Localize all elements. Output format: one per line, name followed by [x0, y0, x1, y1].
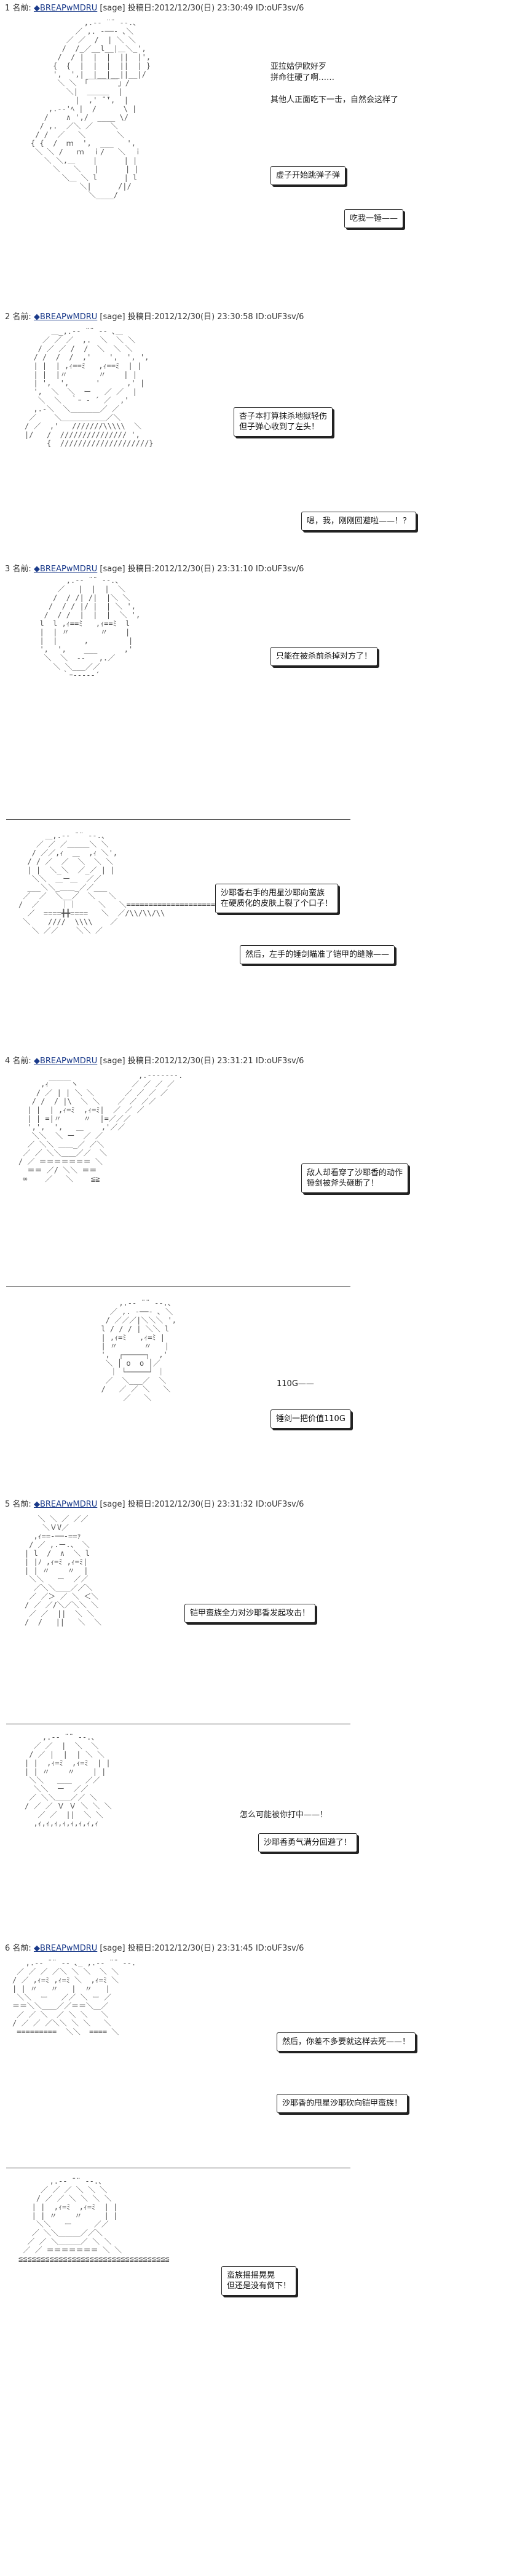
name-label: 名前: [12, 565, 31, 574]
post-date: 2012/12/30(日) 23:31:45 [154, 1944, 253, 1953]
poster-id: ID:oUF3sv/6 [255, 1500, 304, 1509]
post-header: 2 名前: ◆BREAPwMDRU [sage] 投稿日:2012/12/30(… [5, 310, 304, 322]
post-number: 1 [5, 4, 10, 13]
ascii-art: ＿_,.-‐ ¨¨ ‐- ､＿ ／ ／ ／ ,. ＼ ＼ ＼ / ／ ／ / /… [25, 327, 154, 448]
ascii-art: ,.-‐ ¨¨ ‐-.、 ／ ,. -──- ､＼ ／ ／ / | ＼ ＼ / … [31, 18, 151, 199]
poster-name-link[interactable]: ◆BREAPwMDRU [33, 1500, 98, 1509]
poster-name-link[interactable]: ◆BREAPwMDRU [33, 4, 98, 13]
speech-bubble: 嗯，我，刚刚回避啦——！？ [301, 512, 417, 531]
ascii-art: ＿,.-‐ ¨¨ ‐-.、 ／ ／ ／＿＿＿＼ ＼ / ／／,ｨ ＿ ,ｨ ＼'… [18, 831, 220, 935]
poster-id: ID:oUF3sv/6 [255, 1944, 304, 1953]
mail-field: [sage] [100, 565, 125, 574]
ascii-art: ,.-‐ ¨¨ ‐-.、 ／ ／ ／ ＼ ＼ ＼ / ／ ／ ＼ ＼ ＼ ＼ |… [18, 2177, 170, 2263]
poster-id: ID:oUF3sv/6 [255, 4, 304, 13]
speech-bubble: 铠甲蛮族全力对沙耶香发起攻击！ [184, 1604, 316, 1623]
speech-bubble: 敌人却看穿了沙耶香的动作 锤剑被斧头砸断了！ [301, 1163, 409, 1193]
speech-bubble: 沙耶香勇气满分回避了！ [258, 1833, 358, 1852]
speech-bubble: 吃我一锤—— [344, 209, 404, 228]
mail-field: [sage] [100, 1500, 125, 1509]
post-date: 2012/12/30(日) 23:31:32 [154, 1500, 253, 1509]
post-number: 2 [5, 312, 10, 322]
speech-bubble: 然后，左手的锤剑瞄准了铠甲的缝隙—— [240, 945, 395, 964]
date-label: 投稿日: [127, 4, 155, 13]
post-header: 1 名前: ◆BREAPwMDRU [sage] 投稿日:2012/12/30(… [5, 1, 304, 13]
poster-id: ID:oUF3sv/6 [255, 565, 304, 574]
date-label: 投稿日: [127, 1944, 155, 1953]
post-number: 4 [5, 1056, 10, 1066]
post-number: 3 [5, 565, 10, 574]
post-header: 5 名前: ◆BREAPwMDRU [sage] 投稿日:2012/12/30(… [5, 1497, 304, 1509]
narration-text: 亚拉姑伊欧好歹 拼命往硬了啊…… 其他人正面吃下一击，自然会这样了 [270, 62, 399, 105]
poster-name-link[interactable]: ◆BREAPwMDRU [33, 1944, 98, 1953]
poster-name-link[interactable]: ◆BREAPwMDRU [33, 312, 98, 322]
date-label: 投稿日: [127, 1500, 155, 1509]
speech-bubble: 杏子本打算抹杀地狱轻伤 但子弹心收到了左头！ [234, 407, 333, 437]
narration-text: 110G—— [277, 1379, 314, 1389]
poster-id: ID:oUF3sv/6 [255, 1056, 304, 1066]
post-number: 5 [5, 1500, 10, 1509]
speech-bubble: 虚子开始跳弹子弹 [270, 166, 346, 185]
name-label: 名前: [12, 4, 31, 13]
name-label: 名前: [12, 1056, 31, 1066]
speech-bubble: 只能在被杀前杀掉对方了！ [270, 647, 378, 666]
mail-field: [sage] [100, 312, 125, 322]
ascii-art: ＼ ＼ ／ ／／ ＼ＶV／ ,ｨ==‐──‐==ｧ / ／ ,.ー.、 ＼ | … [25, 1515, 102, 1627]
mail-field: [sage] [100, 4, 125, 13]
post-header: 3 名前: ◆BREAPwMDRU [sage] 投稿日:2012/12/30(… [5, 562, 304, 574]
poster-id: ID:oUF3sv/6 [255, 312, 304, 322]
speech-bubble: 沙耶香右手的甩星沙耶向蛮族 在硬质化的皮肤上裂了个口子！ [215, 884, 339, 913]
name-label: 名前: [12, 312, 31, 322]
post-date: 2012/12/30(日) 23:30:58 [154, 312, 253, 322]
speech-bubble: 蛮族摇摇晃晃 但还是没有倒下！ [221, 2266, 297, 2296]
date-label: 投稿日: [127, 565, 155, 574]
post-date: 2012/12/30(日) 23:30:49 [154, 4, 253, 13]
mail-field: [sage] [100, 1056, 125, 1066]
poster-name-link[interactable]: ◆BREAPwMDRU [33, 565, 98, 574]
post-header: 4 名前: ◆BREAPwMDRU [sage] 投稿日:2012/12/30(… [5, 1054, 304, 1066]
name-label: 名前: [12, 1944, 31, 1953]
speech-bubble: 锤剑一把价值110G [270, 1409, 351, 1429]
ascii-art: ,.-‐ ¨¨ ‐-.、 ／ ／ | ＼ ＼ / ／ | | | ＼ ＼ | |… [25, 1733, 112, 1828]
panel-divider [6, 1286, 350, 1287]
post-header: 6 名前: ◆BREAPwMDRU [sage] 投稿日:2012/12/30(… [5, 1941, 304, 1953]
ascii-art: ,.-‐ ¨¨ ‐- ､_ ,.-‐ ¨¨ ‐-. ／ ／ ／ ／＼ ＼ ＼ ＼… [12, 1959, 136, 2036]
poster-name-link[interactable]: ◆BREAPwMDRU [33, 1056, 98, 1066]
date-label: 投稿日: [127, 312, 155, 322]
ascii-art: ,.-‐‐‐‐‐‐. ,ｨ￣￣￣ヽ ／ ／ ／ ／ / ／ | | ＼ ＼ ／ … [18, 1071, 183, 1183]
ascii-art: ,.-‐ ¨¨ ‐-.、 ／ | | | ＼ / / /| /| |＼ ＼ / … [39, 576, 141, 680]
mail-field: [sage] [100, 1944, 125, 1953]
speech-bubble: 沙耶香的甩星沙耶砍向铠甲蛮族！ [277, 2094, 408, 2113]
post-date: 2012/12/30(日) 23:31:21 [154, 1056, 253, 1066]
ascii-art: ,.-‐ ¨¨ ‐-.、 ／ ,. -──- ､ ＼ / ／／／|＼＼＼ ', … [101, 1299, 177, 1402]
speech-bubble: 然后，你差不多要就这样去死——！ [277, 2032, 416, 2051]
narration-text: 怎么可能被你打中——！ [240, 1810, 328, 1820]
post-date: 2012/12/30(日) 23:31:10 [154, 565, 253, 574]
panel-divider [6, 819, 350, 820]
name-label: 名前: [12, 1500, 31, 1509]
post-number: 6 [5, 1944, 10, 1953]
date-label: 投稿日: [127, 1056, 155, 1066]
